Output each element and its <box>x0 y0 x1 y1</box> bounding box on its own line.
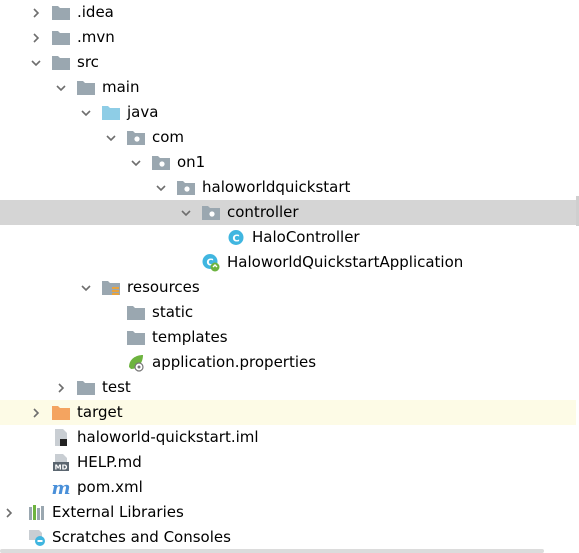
tree-item-label: java <box>127 103 159 121</box>
tree-item-label: haloworldquickstart <box>202 178 351 196</box>
tree-item-pom-xml[interactable]: m pom.xml <box>0 475 576 500</box>
tree-item-label: .mvn <box>77 28 115 46</box>
tree-item-com[interactable]: com <box>0 125 576 150</box>
tree-item-label: External Libraries <box>52 503 184 521</box>
tree-item-application-properties[interactable]: application.properties <box>0 350 576 375</box>
tree-item-label: static <box>152 303 194 321</box>
tree-item-label: haloworld-quickstart.iml <box>77 428 259 446</box>
tree-item-label: com <box>152 128 185 146</box>
svg-text:m: m <box>51 478 70 497</box>
tree-item-label: pom.xml <box>77 478 143 496</box>
folder-icon <box>51 53 71 72</box>
tree-item-haloworld-quickstart-iml[interactable]: haloworld-quickstart.iml <box>0 425 576 450</box>
svg-text:C: C <box>232 234 239 245</box>
spring-boot-class-icon: C <box>201 253 221 272</box>
folder-icon <box>51 3 71 22</box>
iml-file-icon <box>51 428 71 447</box>
chevron-down-icon[interactable] <box>29 50 43 75</box>
tree-item-label: .idea <box>77 3 114 21</box>
package-icon <box>151 153 171 172</box>
package-icon <box>126 128 146 147</box>
chevron-down-icon[interactable] <box>104 125 118 150</box>
tree-item-static[interactable]: static <box>0 300 576 325</box>
tree-item-label: templates <box>152 328 228 346</box>
source-folder-icon <box>101 103 121 122</box>
tree-item-label: HaloController <box>252 228 360 246</box>
tree-item-idea[interactable]: .idea <box>0 0 576 25</box>
folder-icon <box>76 78 96 97</box>
tree-item-java[interactable]: java <box>0 100 576 125</box>
tree-item-on1[interactable]: on1 <box>0 150 576 175</box>
excluded-folder-icon <box>51 403 71 422</box>
tree-item-label: src <box>77 53 99 71</box>
chevron-down-icon[interactable] <box>79 100 93 125</box>
tree-item-label: test <box>102 378 131 396</box>
chevron-down-icon[interactable] <box>179 200 193 225</box>
tree-item-target[interactable]: target <box>0 400 576 425</box>
tree-item-halocontroller[interactable]: C HaloController <box>0 225 576 250</box>
libraries-icon <box>27 503 47 522</box>
tree-item-label: controller <box>227 203 299 221</box>
tree-item-templates[interactable]: templates <box>0 325 576 350</box>
maven-pom-icon: m <box>51 478 71 497</box>
tree-item-external-libraries[interactable]: External Libraries <box>0 500 576 525</box>
chevron-right-icon[interactable] <box>54 375 68 400</box>
tree-item-resources[interactable]: resources <box>0 275 576 300</box>
chevron-down-icon[interactable] <box>54 75 68 100</box>
tree-item-help-md[interactable]: MD HELP.md <box>0 450 576 475</box>
tree-item-label: on1 <box>177 153 206 171</box>
chevron-right-icon[interactable] <box>29 25 43 50</box>
vertical-scrollbar[interactable] <box>576 196 579 226</box>
svg-text:C: C <box>206 258 213 269</box>
scratches-icon <box>27 528 47 547</box>
tree-item-test[interactable]: test <box>0 375 576 400</box>
horizontal-scrollbar[interactable] <box>0 548 579 553</box>
tree-item-mvn[interactable]: .mvn <box>0 25 576 50</box>
package-icon <box>176 178 196 197</box>
tree-item-haloworldquickstart[interactable]: haloworldquickstart <box>0 175 576 200</box>
chevron-down-icon[interactable] <box>154 175 168 200</box>
markdown-file-icon: MD <box>51 453 71 472</box>
tree-item-label: HELP.md <box>77 453 142 471</box>
tree-item-label: HaloworldQuickstartApplication <box>227 253 464 271</box>
resources-folder-icon <box>101 278 121 297</box>
chevron-down-icon[interactable] <box>79 275 93 300</box>
tree-item-label: application.properties <box>152 353 317 371</box>
tree-item-scratches-and-consoles[interactable]: Scratches and Consoles <box>0 525 576 550</box>
chevron-right-icon[interactable] <box>29 400 43 425</box>
svg-text:MD: MD <box>55 464 68 472</box>
java-class-icon: C <box>226 228 246 247</box>
tree-item-label: Scratches and Consoles <box>52 528 231 546</box>
folder-icon <box>76 378 96 397</box>
package-icon <box>201 203 221 222</box>
tree-item-src[interactable]: src <box>0 50 576 75</box>
folder-icon <box>126 303 146 322</box>
folder-icon <box>51 28 71 47</box>
chevron-right-icon[interactable] <box>29 0 43 25</box>
tree-item-label: target <box>77 403 123 421</box>
chevron-down-icon[interactable] <box>129 150 143 175</box>
horizontal-scrollbar-thumb[interactable] <box>0 549 544 553</box>
tree-item-label: main <box>102 78 140 96</box>
tree-item-main[interactable]: main <box>0 75 576 100</box>
tree-item-label: resources <box>127 278 200 296</box>
tree-item-haloworldquickstartapplication[interactable]: C HaloworldQuickstartApplication <box>0 250 576 275</box>
tree-item-controller[interactable]: controller <box>0 200 576 225</box>
folder-icon <box>126 328 146 347</box>
chevron-right-icon[interactable] <box>2 500 16 525</box>
spring-properties-icon <box>126 353 146 372</box>
